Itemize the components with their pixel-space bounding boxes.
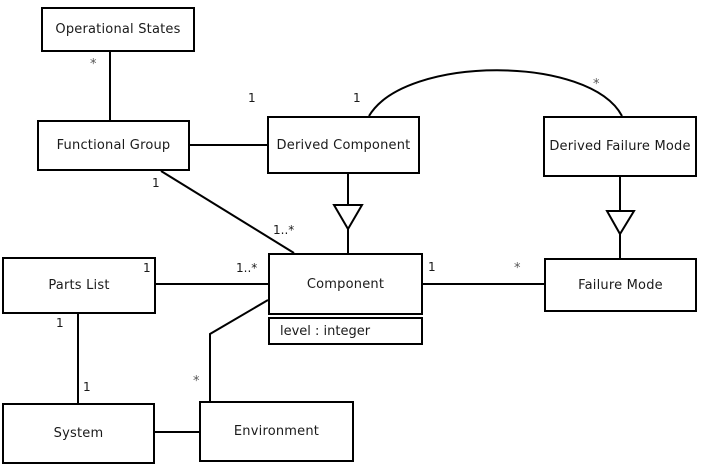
multiplicity-system-top: 1	[83, 380, 91, 394]
multiplicity-environment-top: *	[193, 374, 200, 389]
multiplicity-parts-list-right: 1	[143, 261, 151, 275]
class-name-parts-list: Parts List	[48, 278, 110, 293]
class-box-environment[interactable]: Environment	[199, 401, 354, 462]
multiplicity-component-right: 1	[428, 260, 436, 274]
multiplicity-arc-target: *	[593, 77, 600, 92]
generalization-triangle-failure-mode	[605, 210, 636, 236]
class-box-component[interactable]: Component	[268, 253, 423, 315]
class-box-operational-states[interactable]: Operational States	[41, 7, 195, 52]
class-name-system: System	[53, 426, 104, 441]
class-name-functional-group: Functional Group	[56, 138, 171, 153]
class-attributes-component[interactable]: level : integer	[268, 317, 423, 345]
multiplicity-failure-mode-left: *	[514, 261, 521, 276]
class-name-failure-mode: Failure Mode	[578, 277, 663, 293]
class-name-derived-failure-mode: Derived Failure Mode	[549, 139, 691, 154]
multiplicity-functional-group-lower: 1	[152, 176, 160, 190]
class-name-operational-states: Operational States	[55, 22, 181, 37]
class-box-parts-list[interactable]: Parts List	[2, 257, 156, 314]
class-box-derived-failure-mode[interactable]: Derived Failure Mode	[543, 116, 697, 177]
class-box-system[interactable]: System	[2, 403, 155, 464]
class-box-derived-component[interactable]: Derived Component	[267, 116, 420, 174]
edge-derived-component-derived-failure-mode	[368, 69, 623, 117]
class-box-functional-group[interactable]: Functional Group	[37, 120, 190, 171]
multiplicity-operational-states: *	[90, 57, 97, 72]
edge-environment-component	[209, 299, 269, 401]
class-box-failure-mode[interactable]: Failure Mode	[544, 258, 697, 312]
multiplicity-parts-list-bottom: 1	[56, 316, 64, 330]
class-name-component: Component	[306, 276, 385, 292]
multiplicity-component-left: 1..*	[236, 261, 258, 275]
class-name-environment: Environment	[233, 424, 320, 439]
generalization-triangle-component	[332, 204, 364, 231]
class-name-derived-component: Derived Component	[276, 137, 411, 153]
multiplicity-derived-component-left: 1	[248, 91, 256, 105]
edge-functional-group-component	[160, 170, 295, 254]
multiplicity-component-upper-left: 1..*	[273, 223, 295, 237]
multiplicity-arc-source: 1	[353, 91, 361, 105]
attribute-level: level : integer	[280, 323, 371, 339]
